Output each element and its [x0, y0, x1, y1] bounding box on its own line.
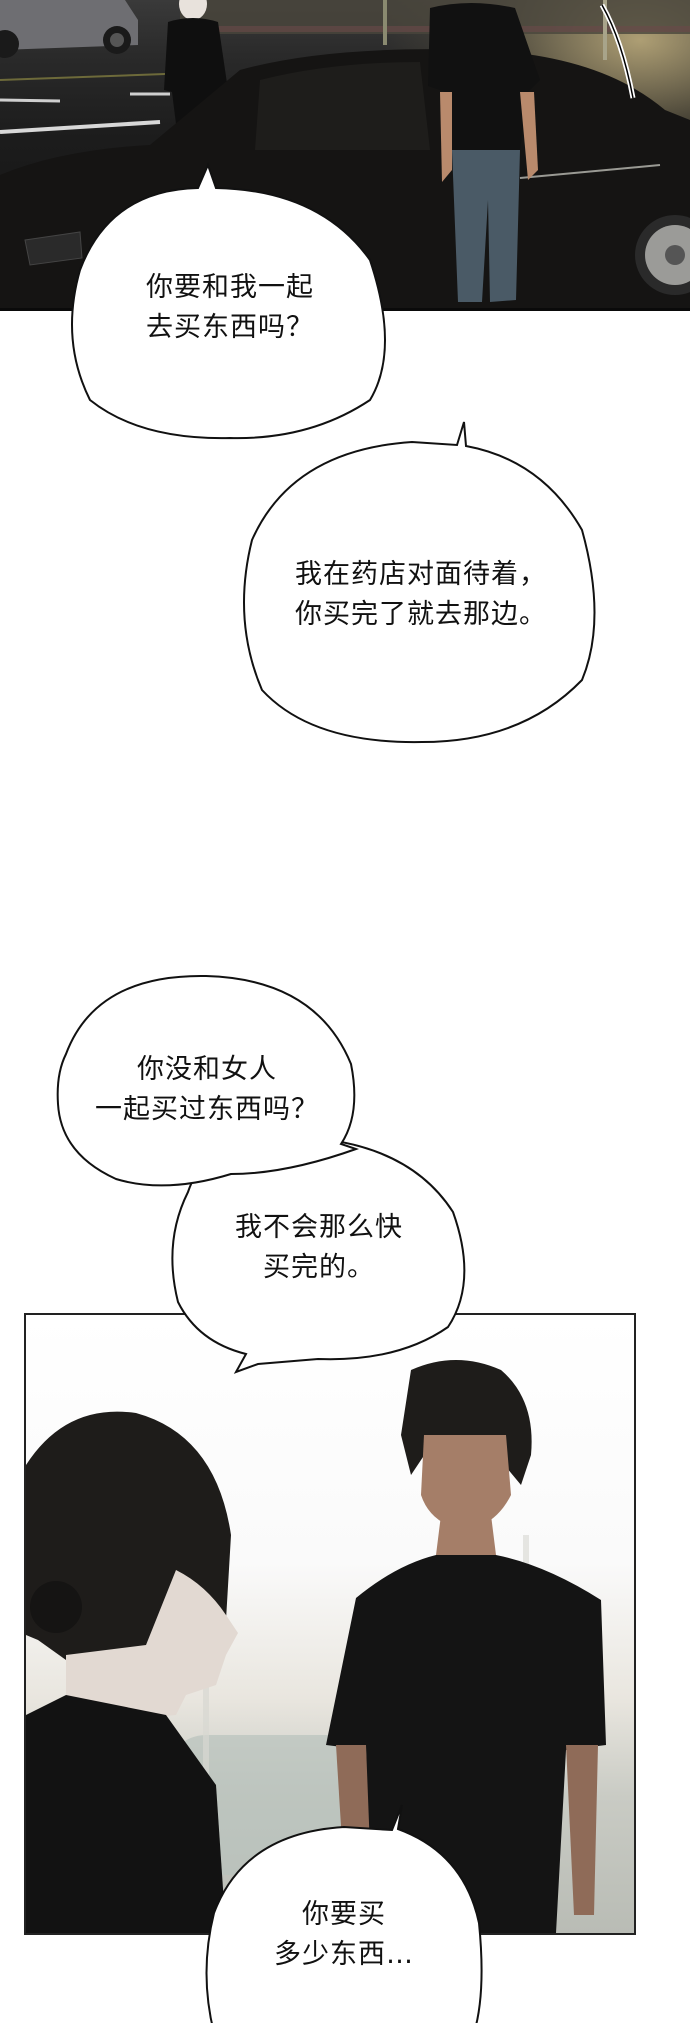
- speech-text: 我不会那么快 买完的。: [168, 1208, 470, 1288]
- speech-text: 你要买 多少东西…: [204, 1895, 484, 1975]
- speech-line: 买完的。: [263, 1252, 375, 1283]
- speech-text: 我在药店对面待着， 你买完了就去那边。: [242, 555, 600, 635]
- speech-line: 你要买: [302, 1899, 386, 1930]
- speech-line: 你没和女人: [137, 1054, 277, 1085]
- speech-line: 一起买过东西吗？: [95, 1094, 319, 1125]
- speech-text: 你没和女人 一起买过东西吗？: [56, 1050, 358, 1130]
- speech-bubble-3: 你没和女人 一起买过东西吗？: [56, 974, 360, 1196]
- speech-line: 多少东西…: [274, 1939, 414, 1970]
- speech-line: 你要和我一起: [146, 272, 314, 303]
- speech-bubble-shape: [243, 421, 596, 744]
- two-characters-illustration: [26, 1360, 606, 1933]
- speech-bubble-shape: [205, 1804, 483, 2023]
- speech-bubble-shape: [56, 974, 360, 1187]
- speech-bubble-4: 我不会那么快 买完的。: [168, 1132, 470, 1374]
- speech-text: 你要和我一起 去买东西吗？: [70, 268, 390, 348]
- speech-bubble-shape: [71, 162, 386, 440]
- speech-bubble-5: 你要买 多少东西…: [204, 1803, 484, 2023]
- speech-bubble-1: 你要和我一起 去买东西吗？: [70, 160, 390, 442]
- speech-line: 你买完了就去那边。: [295, 599, 547, 630]
- speech-line: 我在药店对面待着，: [295, 559, 547, 590]
- speech-line: 去买东西吗？: [146, 312, 314, 343]
- speech-line: 我不会那么快: [235, 1212, 403, 1243]
- speech-bubble-2: 我在药店对面待着， 你买完了就去那边。: [242, 420, 600, 745]
